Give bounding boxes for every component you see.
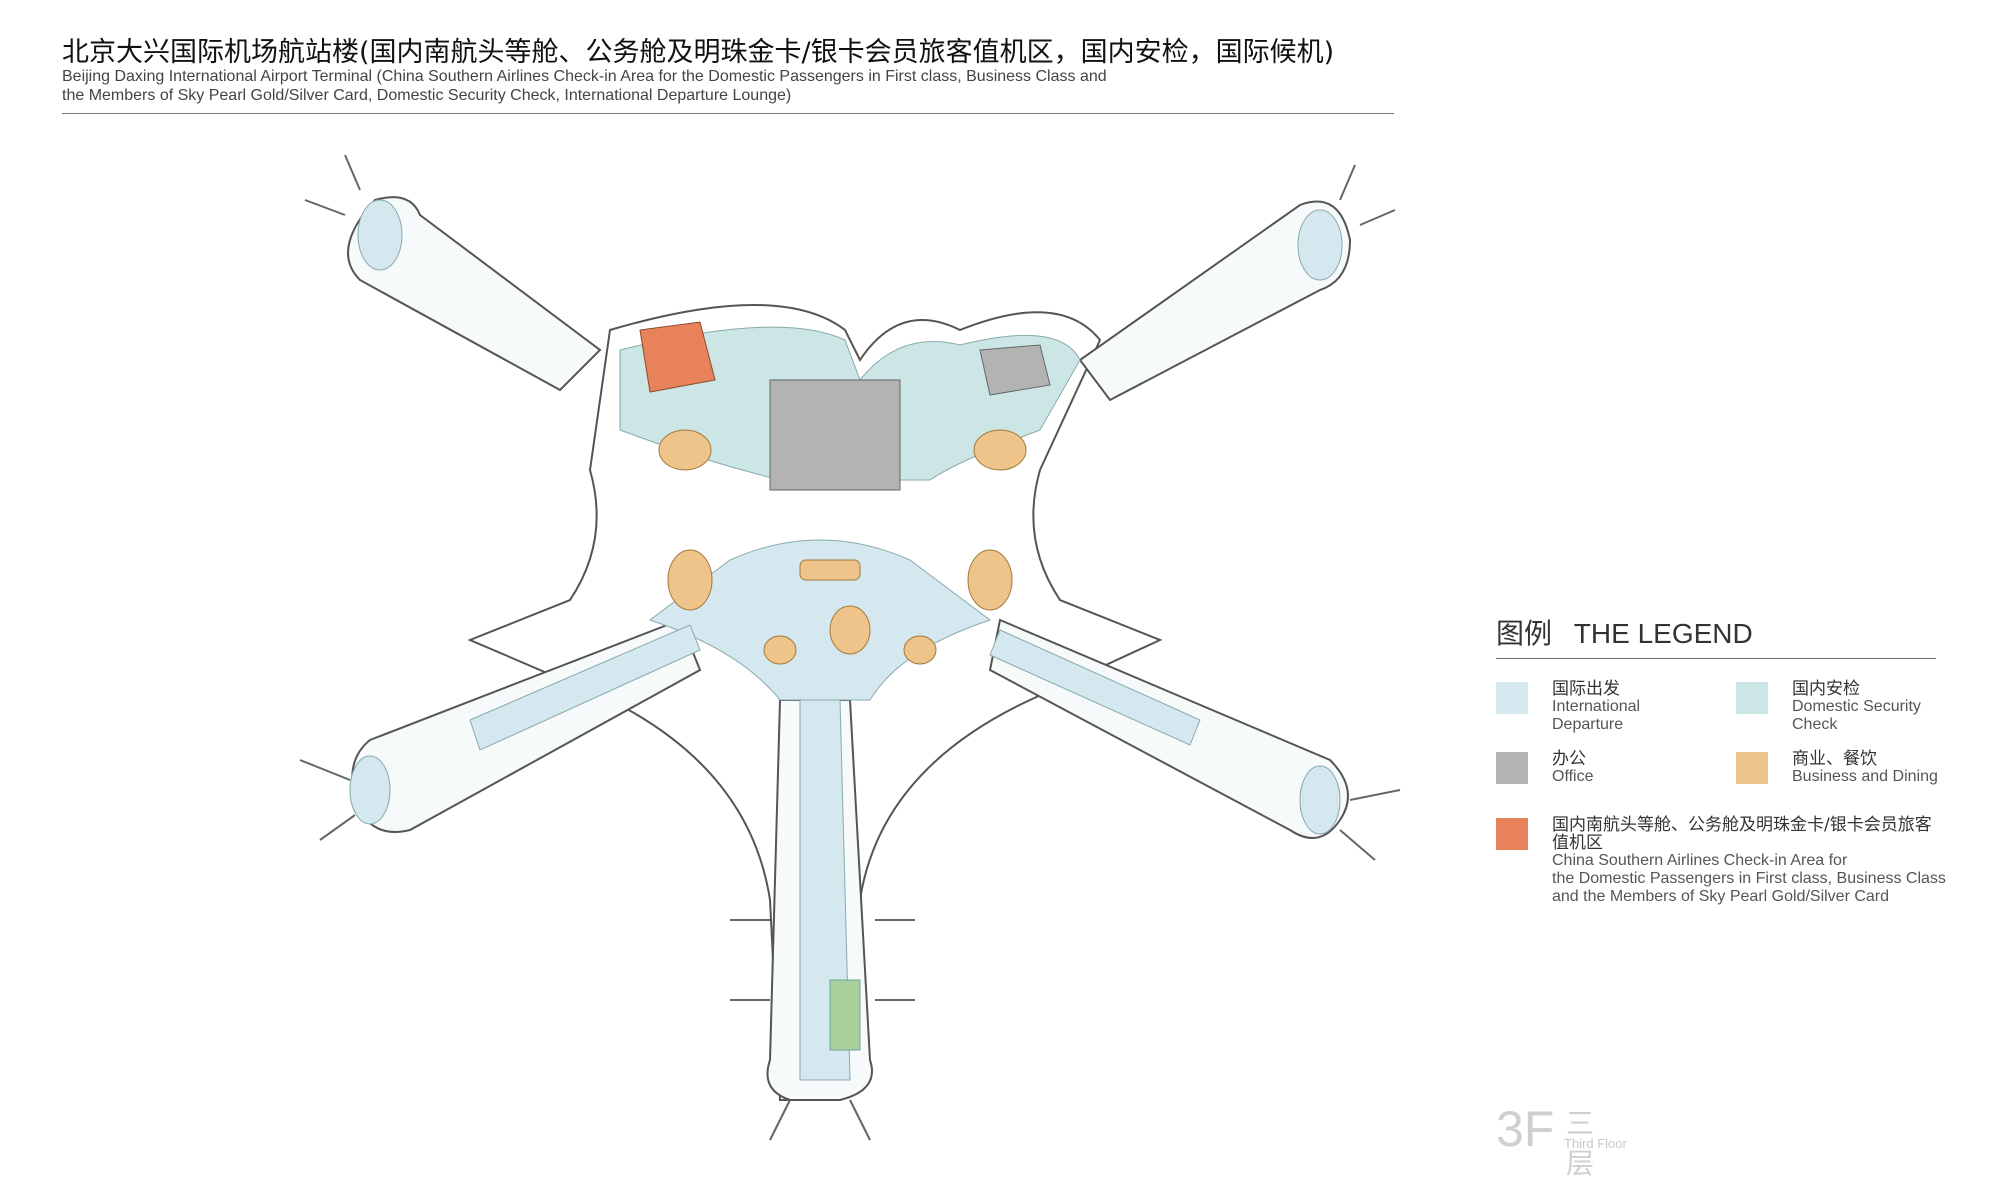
legend-label-cn: 国内南航头等舱、公务舱及明珠金卡/银卡会员旅客 [1552,815,1932,835]
legend-label-cn: 商业、餐饮 [1792,749,1877,769]
international-zone-nw-tip [357,199,403,271]
dining-center-4 [903,635,937,665]
legend-label-cn: 办公 [1552,749,1586,769]
legend-label-en: Departure [1552,716,1624,733]
legend-label-cn: 国际出发 [1552,679,1620,699]
dining-east-1 [973,429,1027,471]
page-title-en: Beijing Daxing International Airport Ter… [62,67,1262,105]
legend-swatch-security [1736,682,1768,714]
legend-title: 图例 THE LEGEND [1496,612,1936,659]
pier-northeast [1078,200,1352,402]
international-zone-se-tip [1299,765,1341,835]
page-title-cn: 北京大兴国际机场航站楼(国内南航头等舱、公务舱及明珠金卡/银卡会员旅客值机区，国… [62,37,1335,68]
legend-label-en: the Domestic Passengers in First class, … [1552,870,1946,887]
legend-label-en: Office [1552,768,1594,785]
international-zone-southwest [469,624,701,751]
dining-west-1 [658,429,712,471]
legend-label-en: Business and Dining [1792,768,1938,785]
legend: 图例 THE LEGEND 国际出发 International Departu… [1496,612,1946,905]
legend-label-en: and the Members of Sky Pearl Gold/Silver… [1552,888,1890,905]
pier-northwest [347,196,602,392]
floor-level-en: Third Floor [1564,1136,1627,1151]
legend-swatch-international [1496,682,1528,714]
boarding-bridges [299,154,1401,1141]
international-zone-southeast [989,629,1201,746]
legend-label-cn: 值机区 [1552,833,1603,853]
legend-label-en: Domestic Security [1792,698,1921,715]
title-en-line-2: the Members of Sky Pearl Gold/Silver Car… [62,87,792,104]
garden-south-pier [829,979,861,1051]
legend-label-en: Check [1792,716,1838,733]
floor-level: 3F [1496,1101,1555,1157]
dining-west-2 [667,549,713,611]
legend-label-en: International [1552,698,1641,715]
legend-title-en: THE LEGEND [1573,618,1753,649]
legend-title-cn: 图例 [1496,617,1553,650]
international-zone-ne-tip [1297,209,1343,281]
dining-center-1 [799,559,861,581]
office-northeast [979,344,1051,396]
floor-level-cn: 三层 [1566,1107,1595,1180]
legend-swatch-checkin [1496,818,1528,850]
dining-center-3 [763,635,797,665]
dining-east-2 [967,549,1013,611]
legend-swatch-dining [1736,752,1768,784]
floor-indicator: 3F 三层 Third Floor [1496,1100,1627,1180]
terminal-outline [299,154,1401,1141]
office-core [769,379,901,491]
checkin-area [639,321,716,393]
dining-center-2 [829,605,871,655]
title-divider [62,113,1394,114]
legend-swatch-office [1496,752,1528,784]
legend-label-en: China Southern Airlines Check-in Area fo… [1552,852,1848,869]
title-en-line-1: Beijing Daxing International Airport Ter… [62,68,1107,85]
legend-label-cn: 国内安检 [1792,679,1860,699]
international-zone-sw-tip [349,755,391,825]
